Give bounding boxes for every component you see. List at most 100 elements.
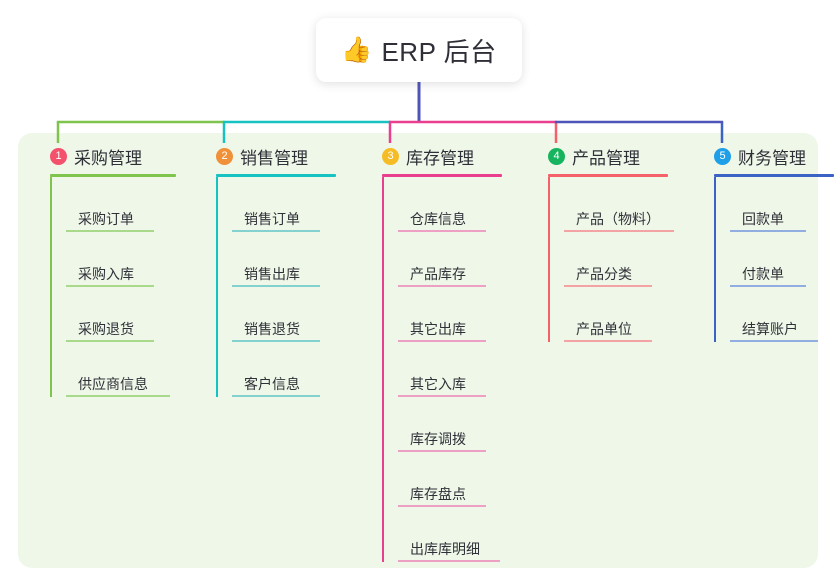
branch-leaf-list-2: 销售订单销售出库销售退货客户信息 [216, 177, 336, 397]
leaf-item-label: 销售订单 [244, 211, 300, 227]
leaf-item-rule [398, 395, 486, 397]
leaf-item-label: 产品库存 [410, 266, 466, 282]
leaf-item-label: 客户信息 [244, 376, 300, 392]
branch-spine-2 [216, 177, 218, 397]
leaf-item[interactable]: 结算账户 [730, 287, 834, 342]
leaf-item-label: 产品分类 [576, 266, 632, 282]
leaf-item-label: 产品（物料） [576, 211, 660, 227]
branch-header-4[interactable]: 4 产品管理 [528, 143, 668, 169]
branch-column-3: 3 库存管理仓库信息产品库存其它出库其它入库库存调拨库存盘点出库库明细 [362, 143, 502, 562]
leaf-item-rule [66, 395, 170, 397]
branch-title-5: 财务管理 [738, 148, 806, 168]
leaf-item-rule [232, 340, 320, 342]
branch-header-3[interactable]: 3 库存管理 [362, 143, 502, 169]
leaf-item-label: 销售退货 [244, 321, 300, 337]
leaf-item[interactable]: 产品（物料） [564, 177, 674, 232]
leaf-item-rule [398, 285, 486, 287]
leaf-item-rule [730, 285, 806, 287]
branch-column-2: 2 销售管理销售订单销售出库销售退货客户信息 [196, 143, 336, 397]
leaf-item-label: 结算账户 [742, 321, 798, 337]
leaf-item-rule [232, 230, 320, 232]
branch-rule-3 [382, 174, 502, 177]
leaf-item-label: 回款单 [742, 211, 784, 227]
leaf-item-rule [66, 230, 154, 232]
branch-spine-4 [548, 177, 550, 342]
leaf-item-label: 其它出库 [410, 321, 466, 337]
leaf-item-rule [398, 505, 486, 507]
branch-title-2: 销售管理 [240, 148, 308, 168]
leaf-item-label: 采购订单 [78, 211, 134, 227]
leaf-item-rule [398, 560, 500, 562]
leaf-item-rule [398, 340, 486, 342]
leaf-item-rule [66, 340, 154, 342]
leaf-item[interactable]: 仓库信息 [398, 177, 502, 232]
leaf-item-label: 库存调拨 [410, 431, 466, 447]
branch-rule-2 [216, 174, 336, 177]
leaf-item[interactable]: 销售订单 [232, 177, 336, 232]
leaf-item-label: 仓库信息 [410, 211, 466, 227]
thumbs-up-icon: 👍 [341, 35, 373, 64]
leaf-item[interactable]: 采购退货 [66, 287, 176, 342]
leaf-item-rule [730, 230, 806, 232]
leaf-item[interactable]: 产品库存 [398, 232, 502, 287]
leaf-item[interactable]: 其它入库 [398, 342, 502, 397]
branch-column-5: 5 财务管理回款单付款单结算账户 [694, 143, 834, 342]
branch-rule-1 [50, 174, 176, 177]
leaf-item-label: 销售出库 [244, 266, 300, 282]
leaf-item[interactable]: 库存盘点 [398, 452, 502, 507]
branch-spine-5 [714, 177, 716, 342]
branch-rule-4 [548, 174, 668, 177]
branch-title-3: 库存管理 [406, 148, 474, 168]
leaf-item-label: 付款单 [742, 266, 784, 282]
leaf-item-rule [232, 285, 320, 287]
branch-header-2[interactable]: 2 销售管理 [196, 143, 336, 169]
leaf-item-label: 出库库明细 [410, 541, 480, 557]
leaf-item[interactable]: 销售出库 [232, 232, 336, 287]
leaf-item[interactable]: 采购订单 [66, 177, 176, 232]
leaf-item[interactable]: 产品分类 [564, 232, 668, 287]
branch-badge-3: 3 [382, 147, 399, 165]
leaf-item[interactable]: 其它出库 [398, 287, 502, 342]
leaf-item[interactable]: 销售退货 [232, 287, 336, 342]
leaf-item[interactable]: 产品单位 [564, 287, 668, 342]
branch-badge-2: 2 [216, 147, 233, 165]
leaf-item-label: 库存盘点 [410, 486, 466, 502]
branch-title-4: 产品管理 [572, 148, 640, 168]
leaf-item[interactable]: 采购入库 [66, 232, 176, 287]
branch-column-4: 4 产品管理产品（物料） 产品分类产品单位 [528, 143, 674, 342]
leaf-item[interactable]: 出库库明细 [398, 507, 502, 562]
leaf-item[interactable]: 供应商信息 [66, 342, 176, 397]
root-node[interactable]: 👍 ERP 后台 [316, 18, 522, 82]
leaf-item[interactable]: 回款单 [730, 177, 834, 232]
leaf-item-rule [232, 395, 320, 397]
leaf-item-label: 采购退货 [78, 321, 134, 337]
branch-leaf-list-4: 产品（物料） 产品分类产品单位 [548, 177, 674, 342]
branch-rule-5 [714, 174, 834, 177]
leaf-item-label: 其它入库 [410, 376, 466, 392]
branch-leaf-list-5: 回款单付款单结算账户 [714, 177, 834, 342]
branches-panel [18, 133, 818, 568]
leaf-item[interactable]: 库存调拨 [398, 397, 502, 452]
leaf-item[interactable]: 客户信息 [232, 342, 336, 397]
branch-leaf-list-3: 仓库信息产品库存其它出库其它入库库存调拨库存盘点出库库明细 [382, 177, 502, 562]
leaf-item-label: 供应商信息 [78, 376, 148, 392]
leaf-item-rule [398, 450, 486, 452]
branch-header-5[interactable]: 5 财务管理 [694, 143, 834, 169]
leaf-item-label: 产品单位 [576, 321, 632, 337]
branch-leaf-list-1: 采购订单采购入库采购退货供应商信息 [50, 177, 176, 397]
leaf-item-rule [730, 340, 818, 342]
leaf-item-rule [564, 340, 652, 342]
branch-badge-5: 5 [714, 147, 731, 165]
leaf-item[interactable]: 付款单 [730, 232, 834, 287]
leaf-item-label: 采购入库 [78, 266, 134, 282]
branch-badge-1: 1 [50, 147, 67, 165]
leaf-item-rule [564, 285, 652, 287]
root-node-label: ERP 后台 [381, 36, 497, 67]
root-node-content: 👍 ERP 后台 [341, 32, 496, 69]
branch-badge-4: 4 [548, 147, 565, 165]
leaf-item-rule [398, 230, 486, 232]
